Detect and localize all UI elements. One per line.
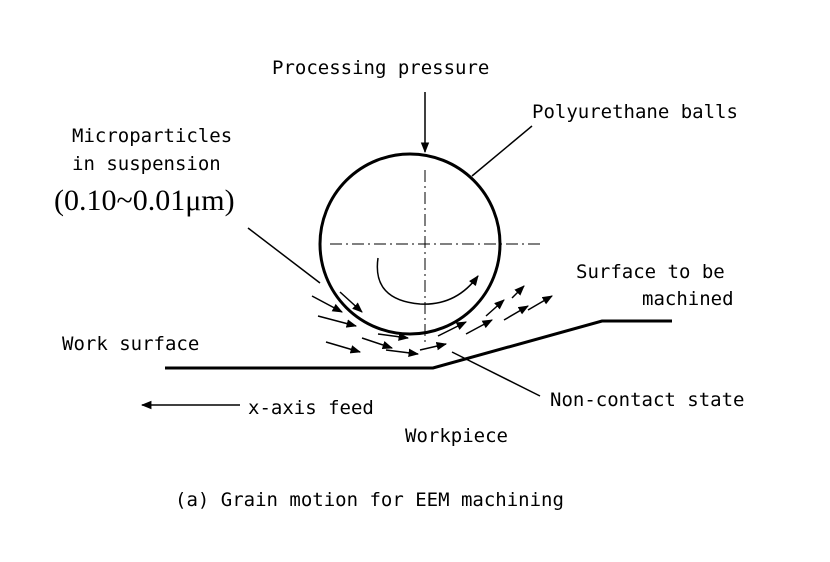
figure-caption: (a) Grain motion for EEM machining [175,489,564,511]
flow-arrow [503,305,529,321]
flow-arrow [437,321,467,337]
label-polyurethane-balls: Polyurethane balls [532,101,738,123]
flow-arrow [385,348,420,357]
flow-arrow [361,337,393,349]
label-non-contact-state: Non-contact state [550,389,744,411]
label-workpiece: Workpiece [405,425,508,447]
flow-arrow [485,299,505,317]
label-x-axis-feed: x-axis feed [248,397,374,419]
flow-arrow [339,291,363,313]
flow-arrow [527,295,553,311]
work-surface-profile [165,319,672,370]
label-microparticles: Microparticles [72,125,232,147]
flow-arrow [311,295,343,313]
flow-arrow [465,319,493,335]
label-surface-to-be: Surface to be [576,261,725,283]
leader-polyurethane [471,125,533,177]
leader-microparticles [247,227,321,284]
flow-arrow [325,341,362,354]
label-machined: machined [642,288,734,310]
label-in-suspension: in suspension [72,153,221,175]
flow-arrow [511,285,525,299]
flow-arrow [317,315,358,328]
leader-non-contact [451,351,541,397]
flow-arrow [419,342,448,351]
label-work-surface: Work surface [62,333,199,355]
rotation-arrow [376,257,479,305]
label-particle-size: (0.10~0.01μm) [54,184,235,217]
label-processing-pressure: Processing pressure [272,57,489,79]
flow-arrow [377,332,410,341]
